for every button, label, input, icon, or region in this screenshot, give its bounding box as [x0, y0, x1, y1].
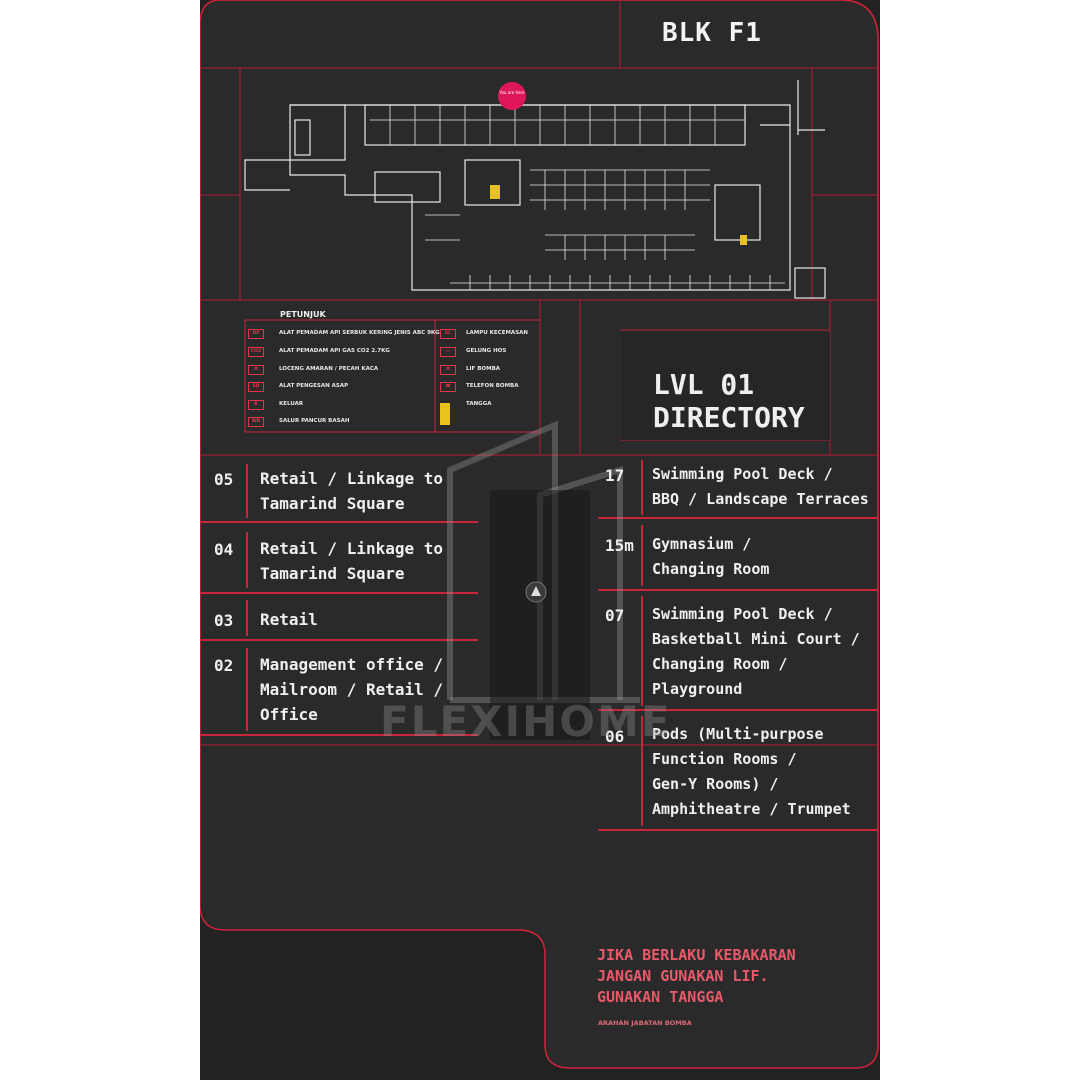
fire-warning: JIKA BERLAKU KEBAKARAN JANGAN GUNAKAN LIF… [597, 945, 796, 1008]
you-are-here-marker: You are here [498, 82, 526, 110]
legend-label: TANGGA [466, 401, 492, 407]
level-entry: Swimming Pool Deck / BBQ / Landscape Terr… [652, 462, 869, 512]
entry-line: Management office / [260, 655, 444, 674]
entry-line: Gen-Y Rooms) / [652, 775, 779, 793]
floor-plan [244, 80, 826, 299]
legend-label: GELUNG HOS [466, 348, 507, 354]
legend-code: DP [248, 329, 264, 339]
legend-code: CO2 [248, 347, 264, 357]
fire-lift-icon: ⊠ [440, 365, 456, 375]
legend-label: LIF BOMBA [466, 366, 501, 372]
entry-line: Function Rooms / [652, 750, 797, 768]
alarm-icon: ⊠ [248, 365, 264, 375]
directory-sign: You are here BLK F1 LVL 01 DIRECTORY PET… [200, 0, 880, 1080]
warning-line: JIKA BERLAKU KEBAKARAN [597, 946, 796, 964]
warning-source: ARAHAN JABATAN BOMBA [598, 1019, 692, 1027]
entry-line: Retail [260, 610, 318, 629]
level-entry: Retail [260, 607, 318, 632]
entry-line: Playground [652, 680, 743, 698]
directory-title: DIRECTORY [653, 401, 805, 434]
block-label: BLK F1 [662, 18, 762, 48]
level-number: 02 [214, 656, 234, 675]
level-entry: Swimming Pool Deck / Basketball Mini Cour… [652, 602, 860, 702]
legend-label: LAMPU KECEMASAN [466, 330, 529, 336]
legend-title: PETUNJUK [280, 310, 326, 319]
call-arrow-icon [531, 586, 541, 596]
entry-line: Mailroom / Retail / [260, 680, 444, 699]
level-title: LVL 01 [653, 368, 755, 401]
level-number: 07 [605, 606, 625, 625]
stair-swatch [440, 403, 450, 425]
entry-line: BBQ / Landscape Terraces [652, 490, 869, 508]
row-separators [200, 460, 878, 831]
level-number: 04 [214, 540, 234, 559]
entry-line: Tamarind Square [260, 564, 405, 583]
level-number: 05 [214, 470, 234, 489]
legend-frame [244, 319, 540, 433]
marker-label: You are here [499, 90, 525, 95]
entry-line: Changing Room / [652, 655, 788, 673]
entry-line: Tamarind Square [260, 494, 405, 513]
watermark: FLEXIHOME [380, 697, 672, 746]
legend-code: K [248, 400, 264, 410]
elevator-door [490, 490, 590, 740]
entry-line: Gymnasium / [652, 535, 752, 553]
sign-graphics [200, 0, 879, 1069]
entry-line: Changing Room [652, 560, 770, 578]
level-number: 15m [605, 536, 634, 555]
legend-label: ALAT PENGESAN ASAP [279, 383, 349, 389]
level-number: 03 [214, 611, 234, 630]
entry-line: Retail / Linkage to [260, 539, 444, 558]
level-entry: Retail / Linkage to Tamarind Square [260, 536, 443, 586]
legend-code: WR [248, 417, 264, 427]
legend-label: ALAT PEMADAM API GAS CO2 2.7KG [279, 348, 390, 354]
entry-line: Office [260, 705, 318, 724]
entry-line: Basketball Mini Court / [652, 630, 860, 648]
hose-reel-icon: ▭ [440, 347, 456, 357]
level-number: 17 [605, 466, 625, 485]
entry-line: Swimming Pool Deck / [652, 465, 833, 483]
legend-label: SALUR PANCUR BASAH [279, 418, 350, 424]
level-entry: Management office / Mailroom / Retail / Of… [260, 652, 443, 727]
phone-icon: ☎ [440, 382, 456, 392]
level-entry: Retail / Linkage to Tamarind Square [260, 466, 443, 516]
legend-label: ALAT PEMADAM API SERBUK KERING JENIS ABC… [279, 330, 440, 336]
warning-line: GUNAKAN TANGGA [597, 988, 724, 1006]
legend-label: LOCENG AMARAN / PECAH KACA [279, 366, 379, 372]
warning-line: JANGAN GUNAKAN LIF. [597, 967, 769, 985]
entry-line: Retail / Linkage to [260, 469, 444, 488]
entry-line: Amphitheatre / Trumpet [652, 800, 851, 818]
level-entry: Gymnasium / Changing Room [652, 532, 769, 582]
legend-code: SD [248, 382, 264, 392]
level-number: 06 [605, 727, 625, 746]
legend-label: TELEFON BOMBA [466, 383, 519, 389]
entry-line: Pods (Multi-purpose [652, 725, 824, 743]
title-box [622, 332, 830, 440]
entry-line: Swimming Pool Deck / [652, 605, 833, 623]
legend-code: EL [440, 329, 456, 339]
legend-label: KELUAR [279, 401, 304, 407]
